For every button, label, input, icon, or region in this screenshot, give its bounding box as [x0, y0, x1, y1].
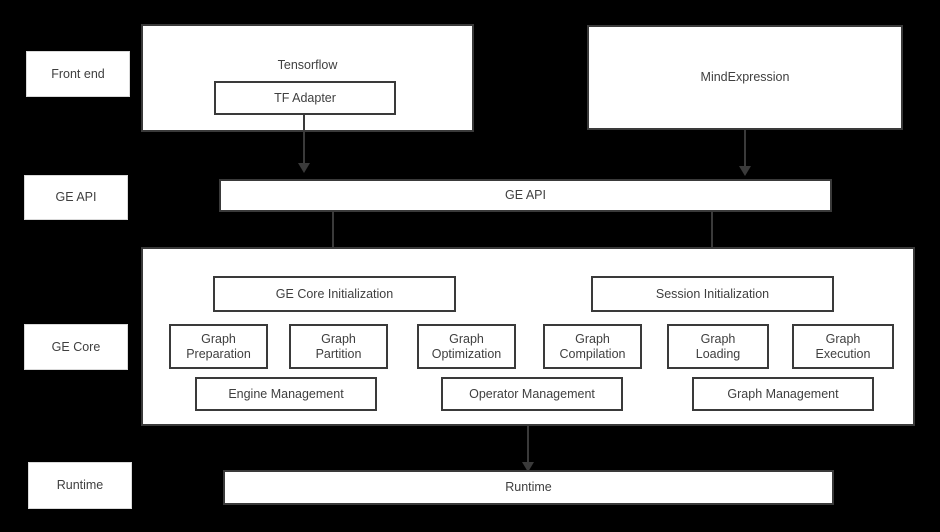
ge-core-container: GE Core Initialization Session Initializ…	[141, 247, 915, 426]
stage-graph-partition[interactable]: Graph Partition	[289, 324, 388, 369]
operator-management-box[interactable]: Operator Management	[441, 377, 623, 411]
layer-label-runtime: Runtime	[28, 462, 132, 509]
runtime-bar[interactable]: Runtime	[223, 470, 834, 505]
mindexpression-box[interactable]: MindExpression	[587, 25, 903, 130]
session-initialization-box[interactable]: Session Initialization	[591, 276, 834, 312]
stage-graph-loading-line2: Loading	[695, 346, 741, 361]
stage-graph-optimization-line2: Optimization	[431, 346, 502, 361]
stage-graph-loading[interactable]: Graph Loading	[667, 324, 769, 369]
stage-graph-optimization[interactable]: Graph Optimization	[417, 324, 516, 369]
stage-graph-compilation-line1: Graph	[575, 331, 610, 346]
stage-graph-optimization-line1: Graph	[449, 331, 484, 346]
connector-ge-core-to-runtime	[527, 426, 529, 465]
stage-graph-preparation-line2: Preparation	[186, 346, 251, 361]
ge-api-bar[interactable]: GE API	[219, 179, 832, 212]
engine-management-box[interactable]: Engine Management	[195, 377, 377, 411]
stage-graph-partition-line2: Partition	[315, 346, 362, 361]
layer-label-ge-core: GE Core	[24, 324, 128, 370]
stage-graph-execution-line2: Execution	[815, 346, 871, 361]
stage-graph-loading-line1: Graph	[700, 331, 736, 346]
layer-label-ge-api: GE API	[24, 175, 128, 220]
connector-mindexpression-to-ge-api-arrowhead	[739, 166, 751, 176]
stage-graph-execution[interactable]: Graph Execution	[792, 324, 894, 369]
connector-tf-adapter-to-ge-api-arrowhead	[298, 163, 310, 173]
connector-ge-api-to-ge-core-init	[332, 212, 334, 260]
layer-label-front-end: Front end	[26, 51, 130, 97]
stage-graph-preparation-line1: Graph	[201, 331, 236, 346]
tensorflow-container: Tensorflow TF Adapter	[141, 24, 474, 132]
connector-ge-core-to-runtime-arrowhead	[522, 462, 534, 472]
tensorflow-label: Tensorflow	[277, 58, 338, 72]
stage-graph-compilation[interactable]: Graph Compilation	[543, 324, 642, 369]
stage-graph-compilation-line2: Compilation	[559, 346, 626, 361]
stage-graph-execution-line1: Graph	[825, 331, 861, 346]
graph-management-box[interactable]: Graph Management	[692, 377, 874, 411]
connector-ge-api-to-session-init	[711, 212, 713, 260]
stage-graph-preparation[interactable]: Graph Preparation	[169, 324, 268, 369]
tf-adapter-box[interactable]: TF Adapter	[214, 81, 396, 115]
stage-graph-partition-line1: Graph	[321, 331, 356, 346]
ge-core-initialization-box[interactable]: GE Core Initialization	[213, 276, 456, 312]
connector-mindexpression-to-ge-api	[744, 130, 746, 168]
connector-tf-adapter-to-ge-api	[303, 113, 305, 165]
